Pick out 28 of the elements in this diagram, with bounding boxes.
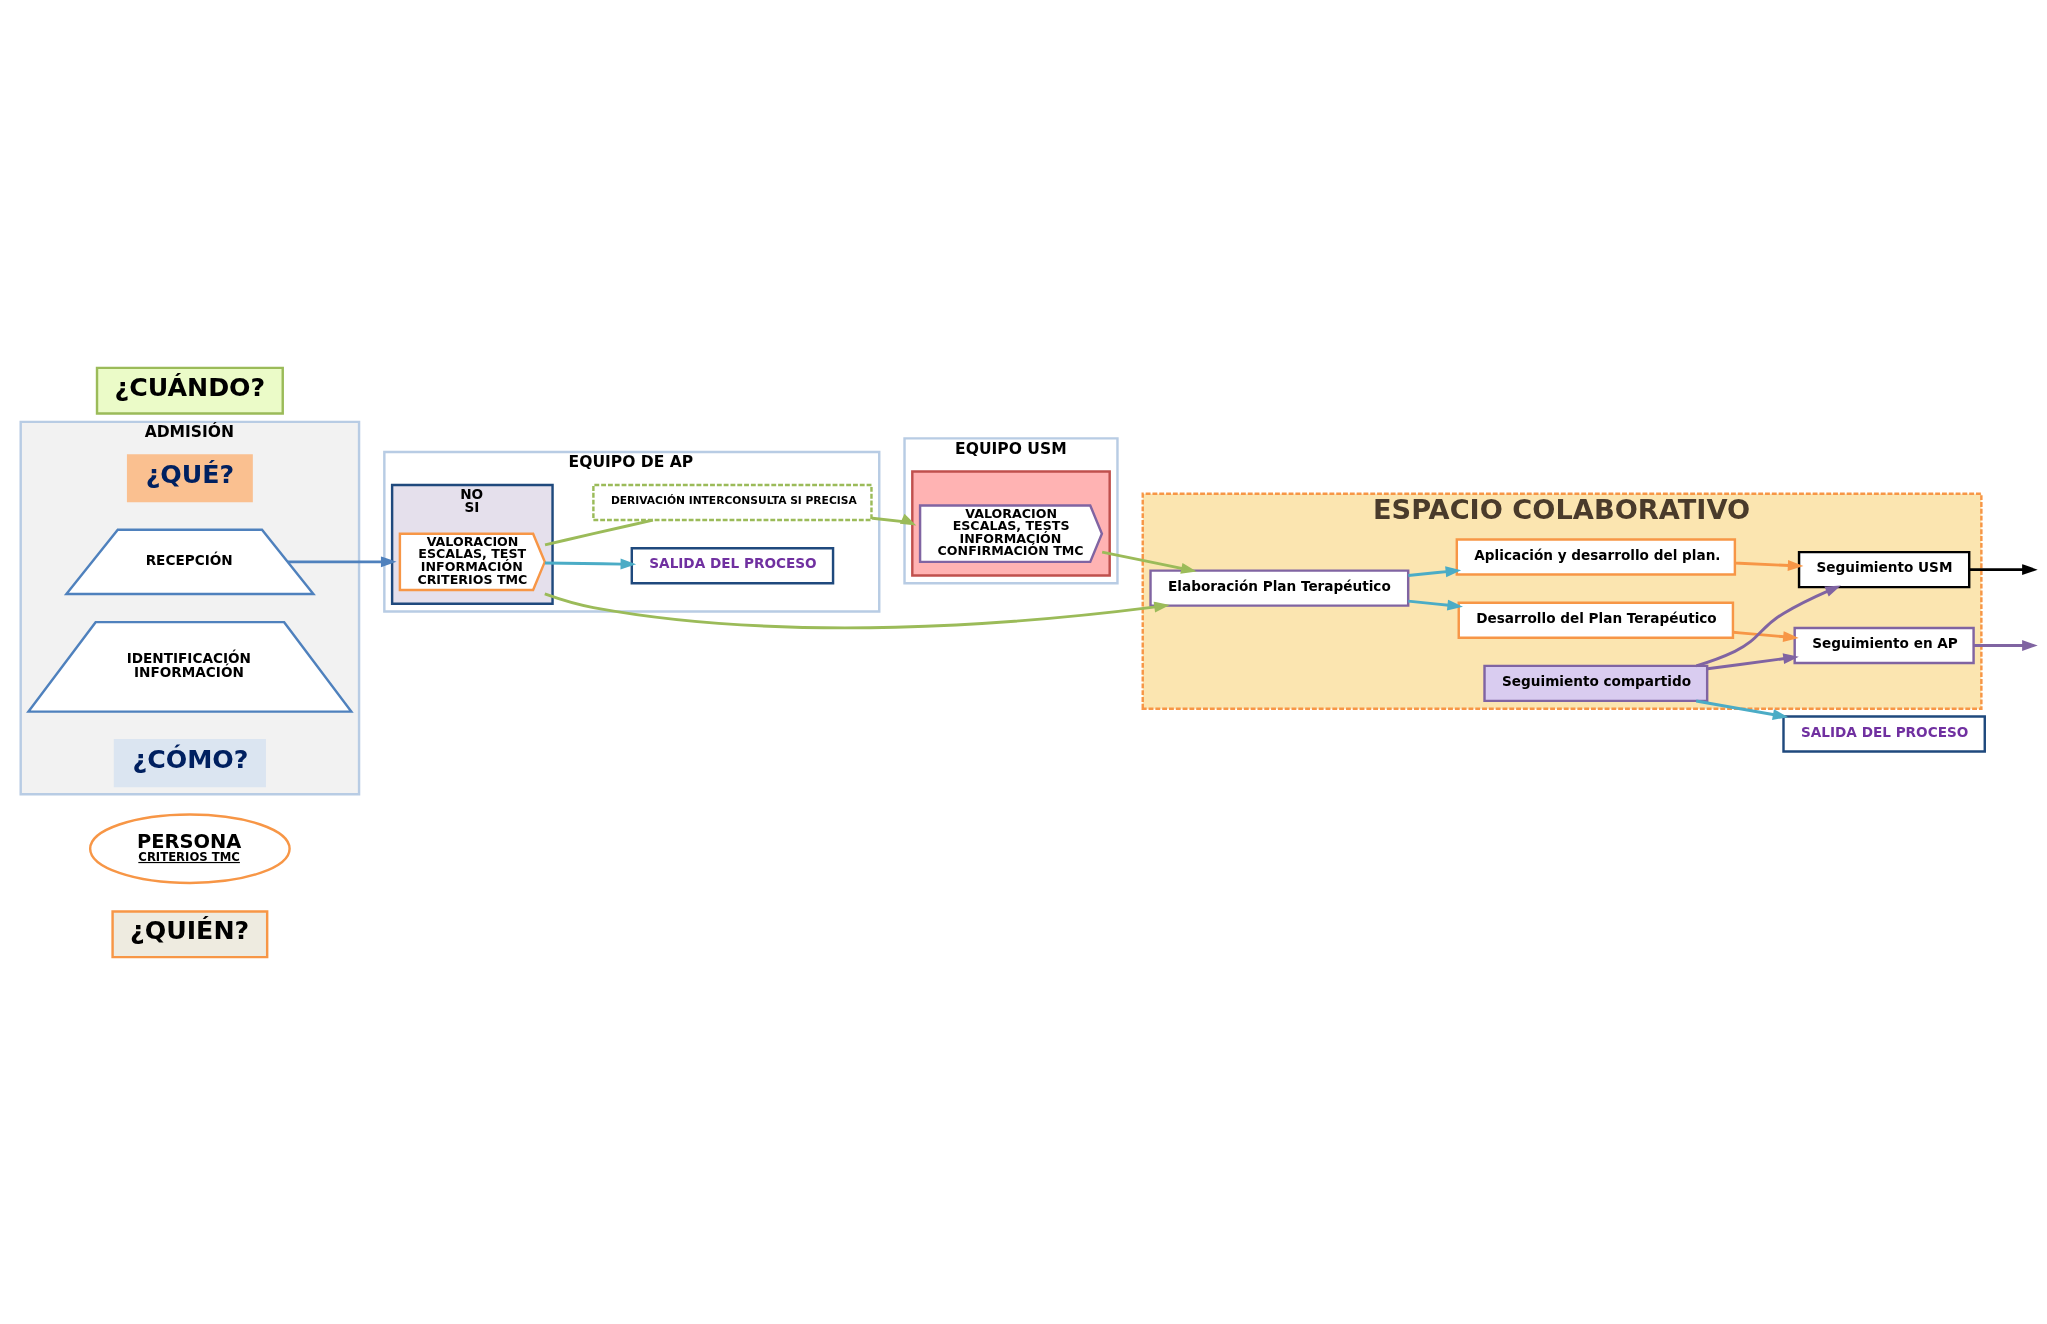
cluster xyxy=(911,469,1111,577)
node-box: Elaboración Plan Terapéutico xyxy=(1149,568,1410,607)
arrow xyxy=(1733,630,1799,642)
node-box: ¿CUÁNDO? xyxy=(95,366,284,415)
arrow xyxy=(544,592,1170,629)
node-box: ¿QUIÉN? xyxy=(111,909,269,958)
node-box: SALIDA DEL PROCESO xyxy=(630,546,835,584)
arrow xyxy=(1101,550,1197,574)
arrow xyxy=(287,555,397,567)
arrow xyxy=(1695,584,1841,667)
arrow xyxy=(1408,599,1463,611)
node-box: Desarrollo del Plan Terapéutico xyxy=(1457,601,1735,639)
arrow xyxy=(1408,565,1462,577)
arrow xyxy=(871,513,917,525)
arrow xyxy=(1695,699,1789,720)
node-ellipse: PERSONA CRITERIOS TMC xyxy=(88,812,291,884)
node-box: DERIVACIÓN INTERCONSULTA SI PRECISA xyxy=(592,483,873,521)
node-box: Aplicación y desarrollo del plan. xyxy=(1455,537,1737,576)
node-box: Seguimiento USM xyxy=(1797,550,1971,588)
arrow xyxy=(1734,559,1804,571)
node-box: Seguimiento en AP xyxy=(1793,626,1975,664)
node-box: ¿QUÉ? xyxy=(126,453,253,502)
arrow xyxy=(544,558,637,570)
arrow xyxy=(1707,652,1799,670)
node-box: Seguimiento compartido xyxy=(1483,664,1709,702)
arrow xyxy=(1973,639,2038,651)
node-box: SALIDA DEL PROCESO xyxy=(1782,714,1986,753)
arrow xyxy=(1969,563,2038,575)
